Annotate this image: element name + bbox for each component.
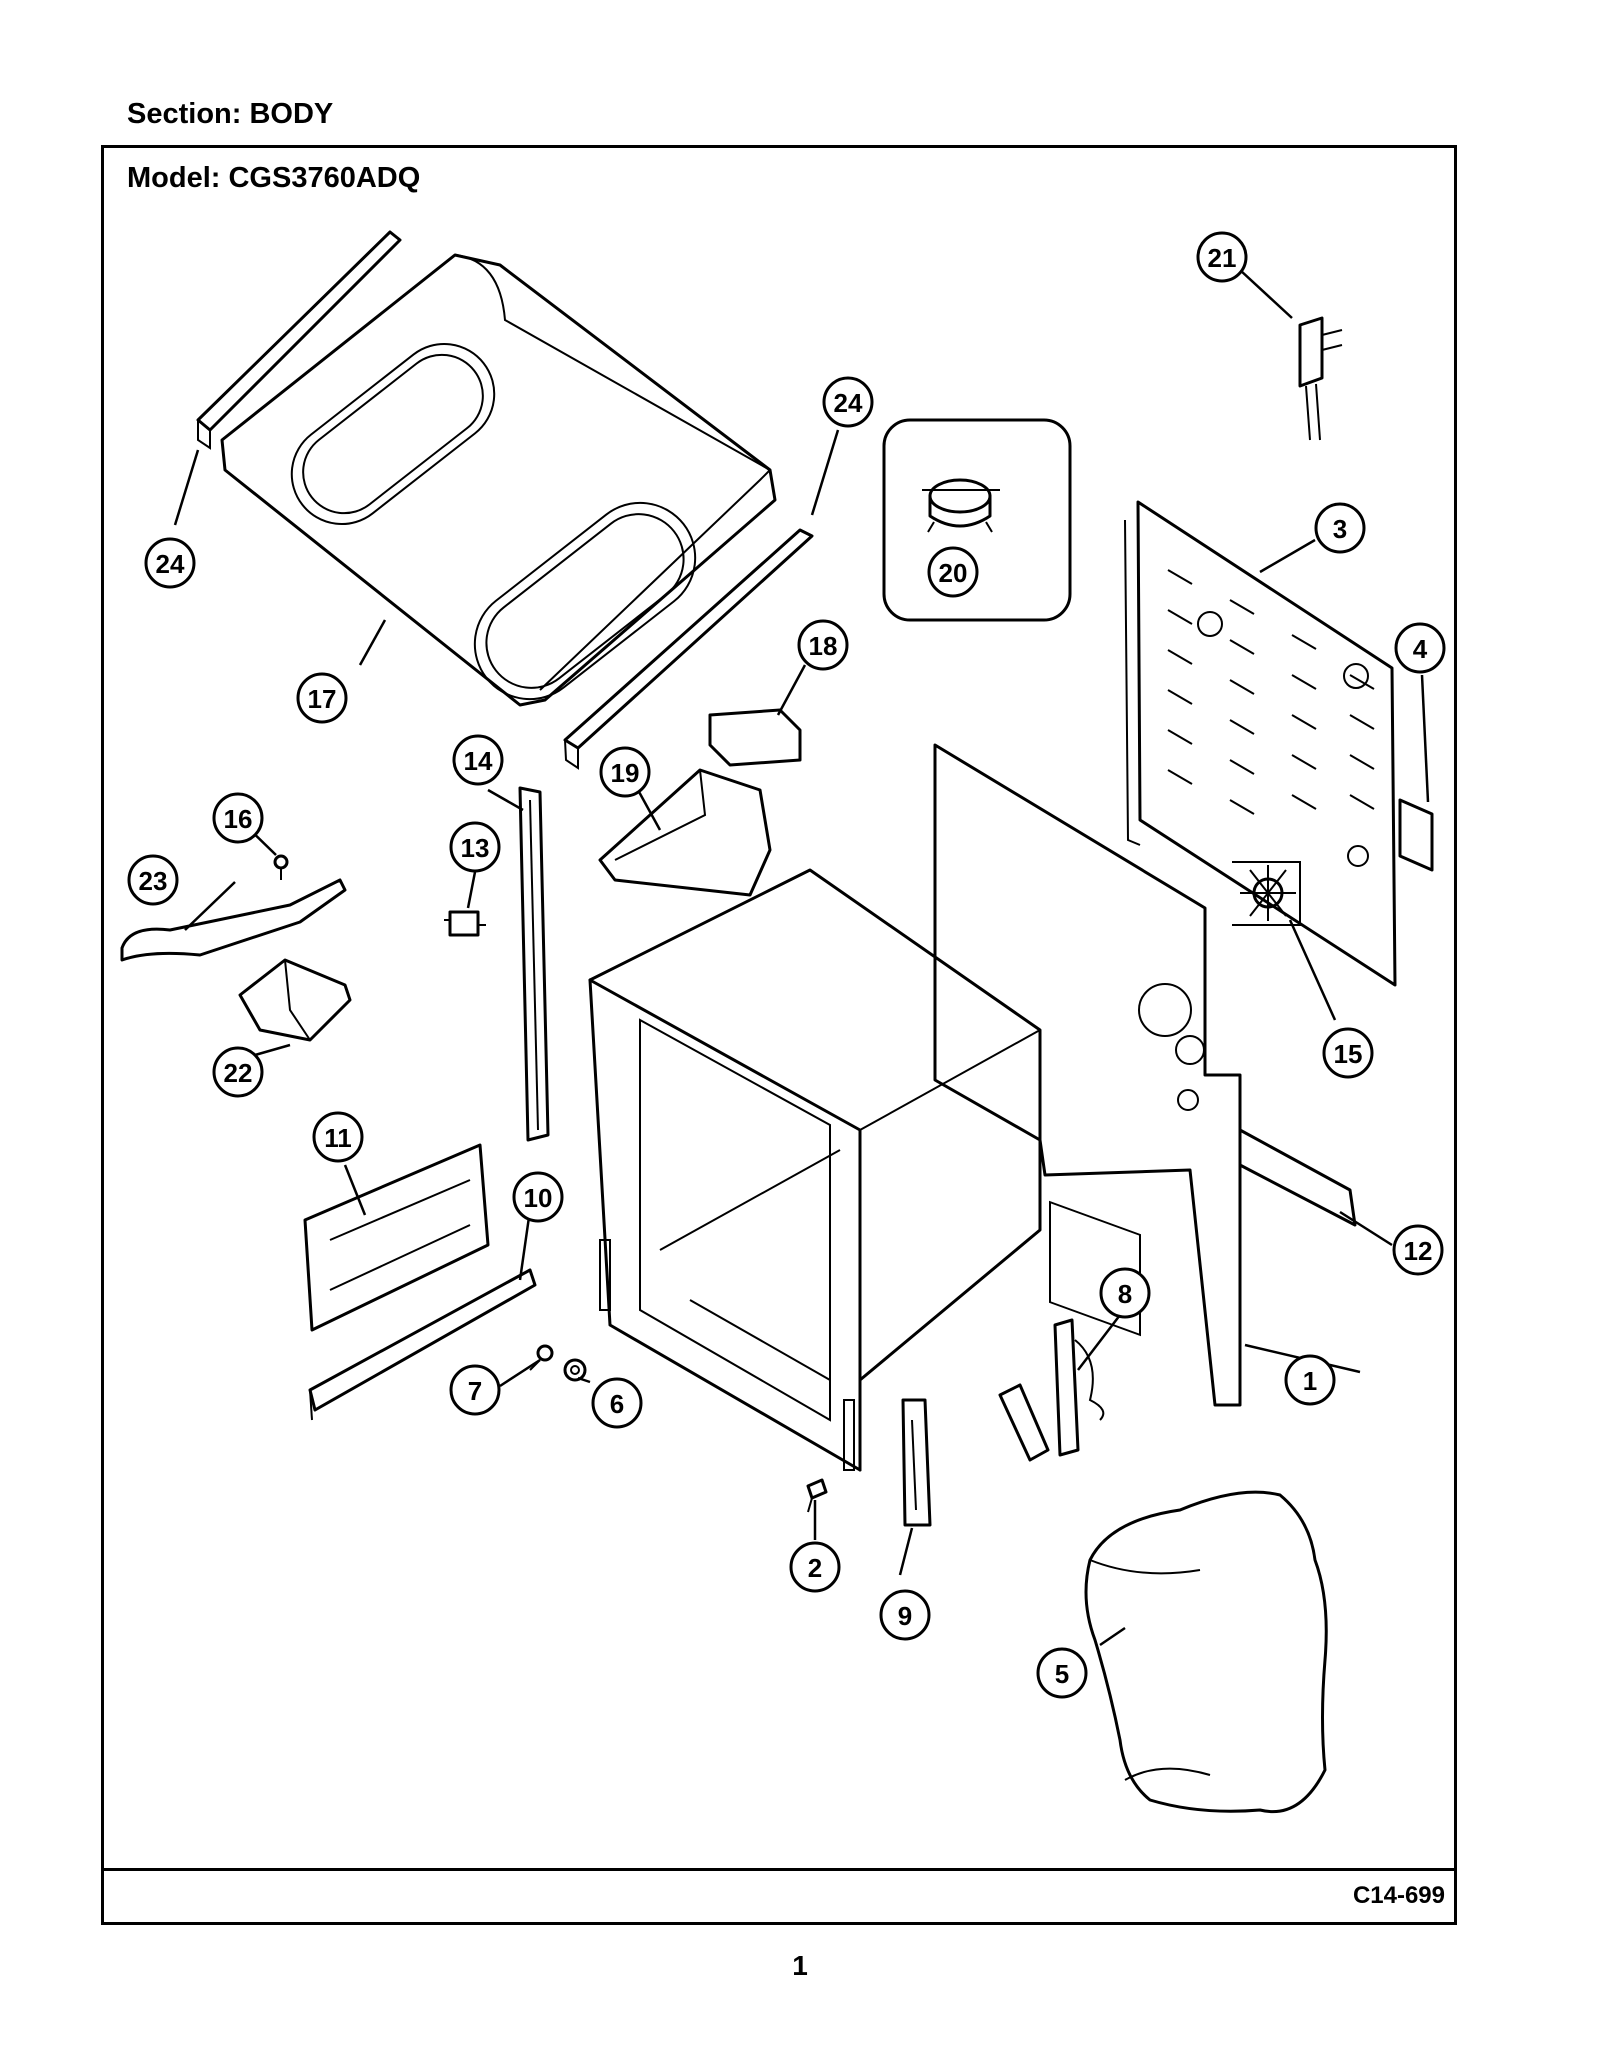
callout-12: 12 bbox=[1392, 1224, 1444, 1276]
part-18-vent bbox=[708, 708, 802, 767]
callout-4-label: 4 bbox=[1413, 634, 1428, 664]
callout-11: 11 bbox=[312, 1111, 364, 1163]
callout-2: 2 bbox=[789, 1541, 841, 1593]
callout-10-label: 10 bbox=[524, 1183, 553, 1213]
part-21-power-cord bbox=[1298, 316, 1343, 441]
footer-divider bbox=[101, 1868, 1457, 1871]
callout-7: 7 bbox=[449, 1364, 501, 1416]
callout-23: 23 bbox=[127, 854, 179, 906]
callout-23-label: 23 bbox=[139, 866, 168, 896]
part-24-left-rail bbox=[196, 230, 402, 450]
callout-1-label: 1 bbox=[1303, 1366, 1317, 1396]
part-11-bracket-plate bbox=[303, 1143, 490, 1332]
callout-20-label: 20 bbox=[939, 558, 968, 588]
part-4-plate bbox=[1398, 798, 1434, 872]
callout-9: 9 bbox=[879, 1589, 931, 1641]
callout-2-label: 2 bbox=[808, 1553, 822, 1583]
callout-19-label: 19 bbox=[611, 758, 640, 788]
part-19-vent-duct bbox=[598, 768, 772, 897]
section-title: Section: BODY bbox=[127, 98, 334, 130]
callout-10: 10 bbox=[512, 1171, 564, 1223]
oven-cavity bbox=[588, 868, 1042, 1472]
callout-13: 13 bbox=[449, 821, 501, 873]
part-24-right-rail bbox=[563, 528, 814, 770]
page-number: 1 bbox=[792, 1950, 808, 1981]
part-1-side-panel bbox=[933, 743, 1242, 1407]
callout-24-left-label: 24 bbox=[156, 549, 185, 579]
part-10-angle-strip bbox=[308, 1268, 537, 1421]
callout-9-label: 9 bbox=[898, 1601, 912, 1631]
callout-7-label: 7 bbox=[468, 1376, 482, 1406]
callout-3: 3 bbox=[1314, 502, 1366, 554]
part-7-screw bbox=[529, 1344, 554, 1371]
part-22-latch-assembly bbox=[238, 958, 352, 1042]
part-16-screw bbox=[273, 854, 289, 880]
model-title: Model: CGS3760ADQ bbox=[127, 162, 421, 194]
part-13-switch bbox=[444, 910, 486, 937]
callout-20: 20 bbox=[927, 546, 979, 598]
callout-1: 1 bbox=[1284, 1354, 1336, 1406]
callout-18-label: 18 bbox=[809, 631, 838, 661]
callout-6-label: 6 bbox=[610, 1389, 624, 1419]
part-20-thermostat-box bbox=[882, 418, 1072, 622]
callout-14-label: 14 bbox=[464, 746, 493, 776]
callout-5-label: 5 bbox=[1055, 1659, 1069, 1689]
callout-16: 16 bbox=[212, 792, 264, 844]
callout-24-right: 24 bbox=[822, 376, 874, 428]
callout-11-label: 11 bbox=[324, 1123, 352, 1153]
callout-19: 19 bbox=[599, 746, 651, 798]
part-2-screw bbox=[806, 1478, 828, 1513]
callout-13-label: 13 bbox=[461, 833, 490, 863]
callout-15: 15 bbox=[1322, 1027, 1374, 1079]
part-14-vertical-rail bbox=[518, 786, 550, 1142]
callout-4: 4 bbox=[1394, 622, 1446, 674]
part-8-hinge bbox=[998, 1318, 1105, 1462]
callout-3-label: 3 bbox=[1333, 514, 1347, 544]
callout-17: 17 bbox=[296, 672, 348, 724]
part-6-bushing bbox=[563, 1358, 587, 1382]
callout-22-label: 22 bbox=[224, 1058, 253, 1088]
callout-16-label: 16 bbox=[224, 804, 253, 834]
part-17-top-tray bbox=[220, 253, 777, 707]
callout-5: 5 bbox=[1036, 1647, 1088, 1699]
part-9-channel bbox=[901, 1398, 932, 1527]
part-3-rear-panel bbox=[1124, 500, 1397, 987]
callout-24-right-label: 24 bbox=[834, 388, 863, 418]
callout-18: 18 bbox=[797, 619, 849, 671]
part-23-latch-arm bbox=[120, 878, 347, 962]
callout-17-label: 17 bbox=[308, 684, 337, 714]
callout-15-label: 15 bbox=[1334, 1039, 1363, 1069]
callout-21-label: 21 bbox=[1208, 243, 1237, 273]
diagram-reference-code: C14-699 bbox=[1352, 1882, 1445, 1909]
callout-leaders bbox=[173, 269, 1430, 1647]
callout-24-left: 24 bbox=[144, 537, 196, 589]
callout-8: 8 bbox=[1099, 1267, 1151, 1319]
callout-8-label: 8 bbox=[1118, 1279, 1132, 1309]
part-15-fan-motor bbox=[1232, 861, 1301, 926]
callout-22: 22 bbox=[212, 1046, 264, 1098]
diagram-frame bbox=[101, 145, 1457, 1925]
callout-6: 6 bbox=[591, 1377, 643, 1429]
callout-12-label: 12 bbox=[1404, 1236, 1433, 1266]
callout-21: 21 bbox=[1196, 231, 1248, 283]
part-5-insulation bbox=[1084, 1490, 1328, 1814]
part-12-bracket bbox=[1238, 1128, 1357, 1227]
callout-14: 14 bbox=[452, 734, 504, 786]
